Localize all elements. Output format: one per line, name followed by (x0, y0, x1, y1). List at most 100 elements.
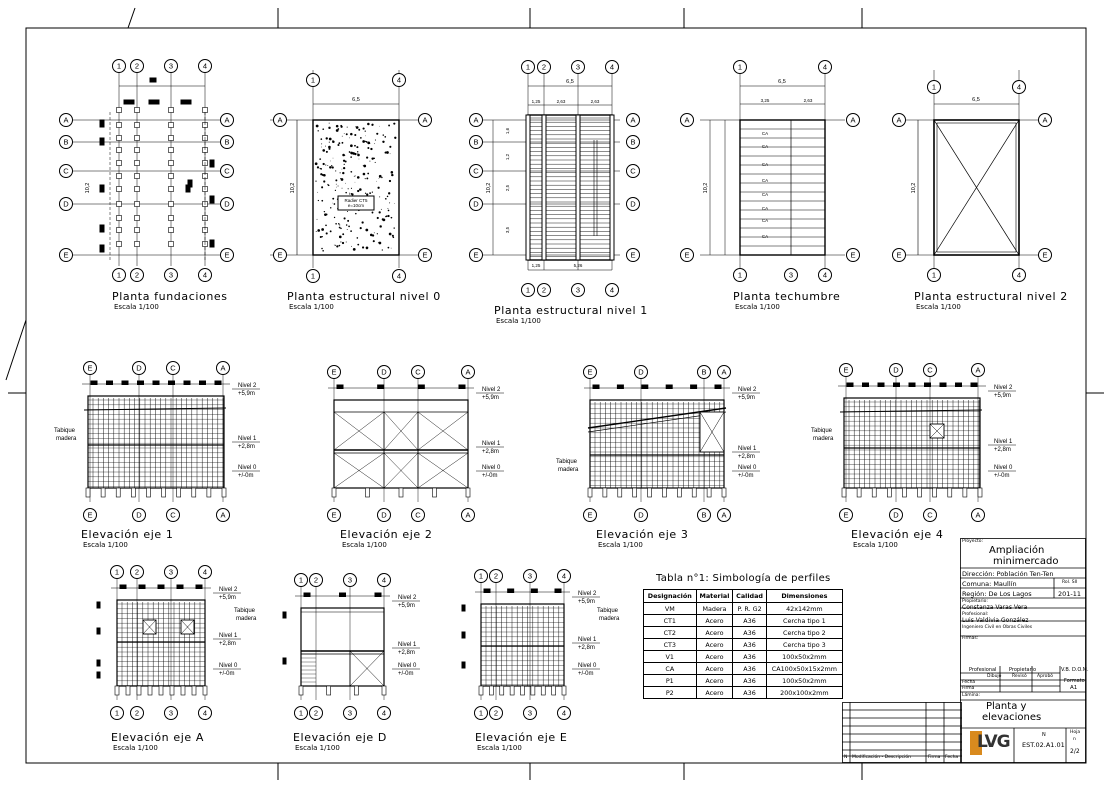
gravel-dot (376, 132, 379, 135)
cell-dimensiones: Cercha tipo 3 (765, 638, 844, 651)
axis-bubble (892, 113, 906, 127)
axis-bubble (626, 113, 640, 127)
gravel-dot (355, 212, 357, 215)
tb-profesional: Luis Valdivia González (962, 617, 1029, 624)
scale-elevacion-eje-1: Escala 1/100 (83, 541, 128, 549)
tb-plano-line1: Planta y (986, 701, 1027, 712)
axis-bubble-label: B (63, 138, 68, 147)
frame (300, 607, 385, 687)
axis-bubble-label: C (473, 167, 479, 176)
axis-bubble (294, 706, 308, 720)
gravel-dot (335, 129, 339, 132)
gravel-dot (345, 182, 346, 184)
tabique-label: Tabique (54, 428, 76, 434)
axis-bubble (327, 508, 341, 522)
gravel-dot (364, 130, 366, 132)
pile (587, 487, 593, 498)
gravel-dot (323, 173, 326, 177)
axis-bubble-label: A (422, 116, 427, 125)
axis-bubble (839, 363, 853, 377)
level-value: +2,8m (578, 645, 595, 651)
cell-designacion: CT1 (643, 614, 697, 627)
level-name: Nivel 1 (738, 446, 757, 452)
drawing-text: 2,63 (591, 99, 600, 104)
dimension-tick (592, 384, 600, 389)
dimension-tick (483, 588, 491, 593)
dimension-tick (458, 384, 466, 389)
axis-bubble-label: A (975, 366, 980, 375)
footing (168, 201, 174, 207)
pile (632, 487, 637, 498)
gravel-dot (354, 133, 357, 137)
pile (147, 685, 153, 696)
cell-dimensiones: Cercha tipo 1 (765, 614, 844, 627)
axis-bubble-label: D (224, 200, 230, 209)
rebar-mark (96, 659, 101, 667)
axis-bubble (392, 73, 406, 87)
axis-bubble (846, 113, 860, 127)
drawing-line (839, 409, 983, 413)
gravel-dot (344, 154, 346, 156)
axis-bubble-label: 4 (382, 709, 386, 718)
level-value: +5,9m (219, 595, 236, 601)
drawing-text: CA (762, 218, 768, 223)
beam (575, 114, 581, 261)
gravel-dot (384, 136, 387, 138)
drawing-text: CA (762, 162, 768, 167)
pile (114, 685, 120, 696)
cell-calidad: A36 (732, 638, 767, 651)
level-value: +/-0m (738, 473, 754, 479)
pile (602, 487, 608, 498)
axis-bubble (273, 248, 287, 262)
footing (134, 147, 140, 153)
profile-table-title: Tabla n°1: Simbología de perfiles (656, 573, 831, 584)
axis-bubble (59, 164, 73, 178)
cell-designacion: P1 (643, 674, 697, 687)
floor-outline (527, 114, 613, 261)
tb-plano-label: Lámina: (962, 693, 981, 698)
axis-bubble-label: 4 (1017, 271, 1021, 280)
gravel-dot (332, 139, 334, 141)
axis-bubble (784, 268, 798, 282)
level-name: Nivel 2 (398, 595, 417, 601)
drawing-text: 6,5 (566, 79, 574, 85)
drawing-text: 10,2 (703, 183, 709, 194)
axis-bubble (971, 363, 985, 377)
pile (381, 685, 387, 696)
axis-bubble-label: D (638, 511, 644, 520)
tb-formato-label: Formato (1064, 678, 1085, 684)
gravel-dot (356, 146, 359, 149)
gravel-dot (325, 137, 328, 140)
axis-bubble-label: D (473, 200, 479, 209)
axis-bubble-label: D (638, 368, 644, 377)
axis-bubble-label: 3 (169, 62, 173, 71)
title-elevacion-eje-2: Elevación eje 2 (340, 528, 433, 541)
title-elevacion-eje-a: Elevación eje A (111, 731, 204, 744)
tabique-label: Tabique (556, 459, 578, 465)
gravel-dot (352, 152, 355, 155)
cell-material: Acero (695, 638, 734, 651)
level-name: Nivel 0 (398, 663, 417, 669)
axis-bubble-label: 1 (479, 709, 483, 718)
gravel-dot (346, 126, 348, 128)
axis-bubble-label: 1 (526, 63, 530, 72)
gravel-dot (329, 230, 332, 233)
drawing-line (587, 407, 727, 429)
gravel-dot (342, 159, 346, 162)
axis-bubble-label: A (63, 116, 68, 125)
gravel-dot (342, 153, 345, 157)
dimension-tick (303, 592, 311, 597)
drawing-text: CA (762, 234, 768, 239)
tb-proyecto-label: Proyecto: (962, 539, 984, 544)
level-name: Nivel 0 (578, 663, 597, 669)
axis-bubble (216, 508, 230, 522)
axis-bubble-label: A (896, 116, 901, 125)
gravel-dot (374, 161, 376, 163)
pile (298, 685, 304, 696)
axis-bubble-label: E (1042, 251, 1047, 260)
axis-bubble-label: E (587, 368, 592, 377)
drawing-text: 10,2 (85, 183, 91, 194)
dimension-tick (106, 380, 113, 385)
